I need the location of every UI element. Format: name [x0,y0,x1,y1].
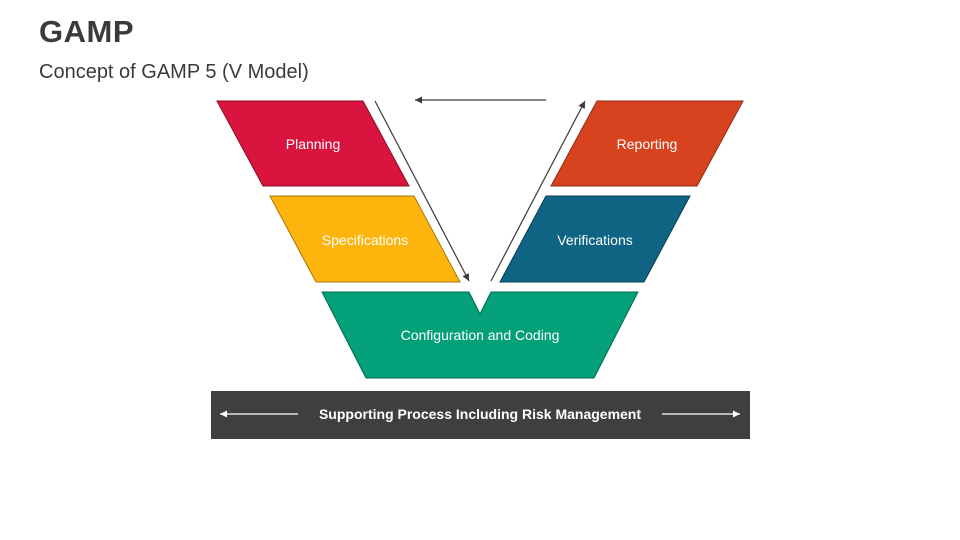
planning-label: Planning [286,136,341,152]
arrow-up-right [490,100,586,282]
stage-planning: Planning [216,100,410,187]
specifications-shape [269,195,461,283]
specifications-label: Specifications [322,232,408,248]
verifications-shape [499,195,691,283]
planning-shape [216,100,410,187]
stage-configuration: Configuration and Coding [321,291,639,379]
page-subtitle: Concept of GAMP 5 (V Model) [39,61,309,83]
stage-reporting: Reporting [550,100,744,187]
stage-verifications: Verifications [499,195,691,283]
configuration-label: Configuration and Coding [401,327,560,343]
stage-specifications: Specifications [269,195,461,283]
arrow-down-left [374,100,470,282]
support-bar-background [211,391,750,439]
reporting-label: Reporting [617,136,678,152]
verifications-label: Verifications [557,232,632,248]
page-title: GAMP [39,14,134,49]
reporting-shape [550,100,744,187]
support-bar: Supporting Process Including Risk Manage… [211,391,750,439]
configuration-shape [321,291,639,379]
support-bar-label: Supporting Process Including Risk Manage… [319,406,641,422]
